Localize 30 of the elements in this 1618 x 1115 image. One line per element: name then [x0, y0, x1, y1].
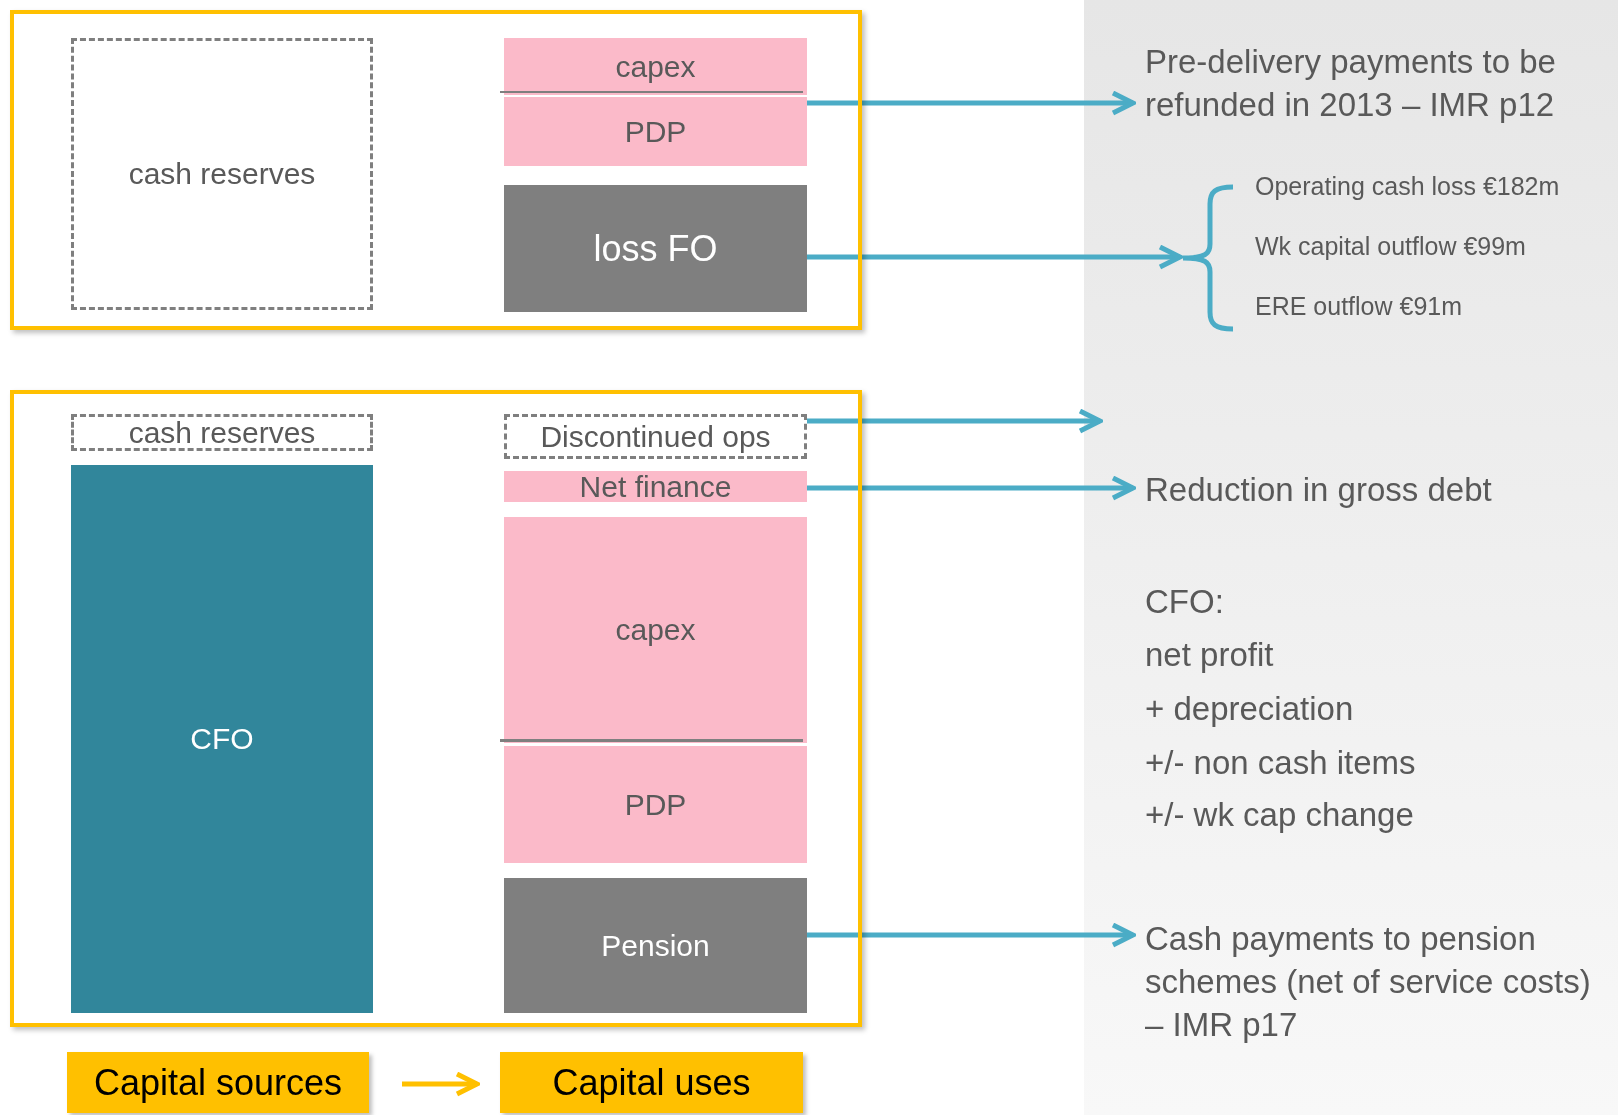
cost-block: loss FO: [504, 185, 807, 312]
dashed-block: cash reserves: [71, 414, 373, 451]
annotation-text: Cash payments to pension schemes (net of service costs) – IMR p17: [1145, 915, 1615, 1050]
group-frame: [10, 10, 862, 330]
curly-brace: [1180, 184, 1235, 332]
cost-block: PDP: [504, 97, 807, 166]
note-text: CFO:: [1145, 583, 1224, 621]
node-label: PDP: [624, 114, 687, 148]
brace-item-text: Wk capital outflow €99m: [1255, 232, 1526, 261]
annotation-text: Pre-delivery payments to be refunded in 2013 – IMR p12: [1145, 38, 1615, 130]
brace-item-text: ERE outflow €91m: [1255, 292, 1463, 321]
annotation-text: Reduction in gross debt: [1145, 472, 1585, 508]
dashed-block: cash reserves: [71, 38, 373, 310]
note-text: net profit: [1145, 636, 1274, 674]
node-label: capex: [615, 49, 696, 83]
tag-label: Capital sources: [67, 1052, 369, 1113]
arrow: [402, 1071, 480, 1097]
dashed-block: Discontinued ops: [504, 414, 807, 459]
cost-block: PDP: [504, 746, 807, 863]
cost-block: Net finance: [504, 471, 807, 502]
cost-block: capex: [504, 517, 807, 743]
note-text: +/- wk cap change: [1145, 796, 1414, 834]
tag-label: Capital uses: [500, 1052, 803, 1113]
note-text: + depreciation: [1145, 690, 1354, 728]
source-block: CFO: [71, 465, 373, 1013]
brace-item-text: Operating cash loss €182m: [1255, 172, 1560, 201]
cost-block: capex: [504, 38, 807, 95]
note-text: +/- non cash items: [1145, 744, 1416, 782]
group-frame: [10, 390, 862, 1027]
cost-block: Pension: [504, 878, 807, 1013]
